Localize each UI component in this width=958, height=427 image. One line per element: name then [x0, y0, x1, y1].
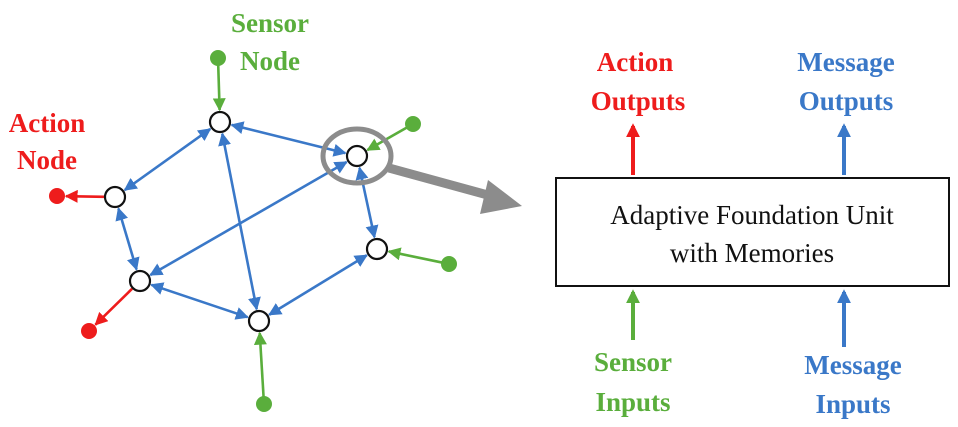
message-outputs-label-line1: Message [797, 47, 894, 77]
sensor-node-label-line2: Node [240, 46, 300, 76]
message-edge-n-left-n-lower-left [115, 207, 140, 271]
sensor-input-edge-n-right-top [366, 126, 408, 152]
network-node-n-top [208, 110, 232, 134]
action-node-label-line1: Action [9, 108, 86, 138]
message-edge-n-lower-left-n-right-top [149, 160, 348, 277]
message-edge-n-top-n-left [123, 127, 212, 192]
sensor-input-edge-n-right-mid [387, 247, 443, 264]
message-edge-n-top-n-bottom [218, 132, 261, 311]
adaptive-foundation-unit-box [555, 177, 950, 287]
network-node-n-right-top [345, 144, 369, 168]
network-node-n-lower-left [128, 269, 152, 293]
action-output-edge-n-lower-left [94, 287, 134, 326]
action-dot [81, 323, 97, 339]
sensor-input-edge-n-bottom [253, 331, 267, 398]
network-node-n-right-mid [365, 237, 389, 261]
sensor-dot [210, 50, 226, 66]
sensor-dot [441, 256, 457, 272]
io-edges [64, 64, 443, 398]
network-node-n-bottom [247, 309, 271, 333]
sensor-node-label-line1: Sensor [231, 8, 309, 38]
sensor-inputs-label-line1: Sensor [594, 347, 672, 377]
action-output-edge-n-left [64, 189, 105, 203]
message-edge-n-right-top-n-right-mid [355, 166, 379, 239]
sensor-dot [405, 116, 421, 132]
sensor-dot [256, 396, 272, 412]
magnifier-icon [320, 126, 522, 214]
action-outputs-label-line1: Action [597, 47, 674, 77]
action-node-label-line2: Node [17, 145, 77, 175]
message-outputs-label-line2: Outputs [799, 86, 894, 116]
endpoint-dots [49, 50, 457, 412]
message-edge-n-lower-left-n-bottom [150, 282, 249, 320]
network-nodes [103, 110, 389, 333]
unit-title-line1: Adaptive Foundation Unit [610, 200, 894, 230]
message-edges [115, 121, 379, 320]
action-dot [49, 188, 65, 204]
sensor-input-edge-n-top [212, 64, 226, 112]
message-inputs-label-line1: Message [804, 350, 901, 380]
message-inputs-label-line2: Inputs [815, 389, 890, 419]
sensor-inputs-label-line2: Inputs [595, 387, 670, 417]
message-edge-n-bottom-n-right-mid [268, 254, 368, 316]
network-node-n-left [103, 185, 127, 209]
unit-title-line2: with Memories [670, 238, 834, 268]
action-outputs-label-line2: Outputs [591, 86, 686, 116]
